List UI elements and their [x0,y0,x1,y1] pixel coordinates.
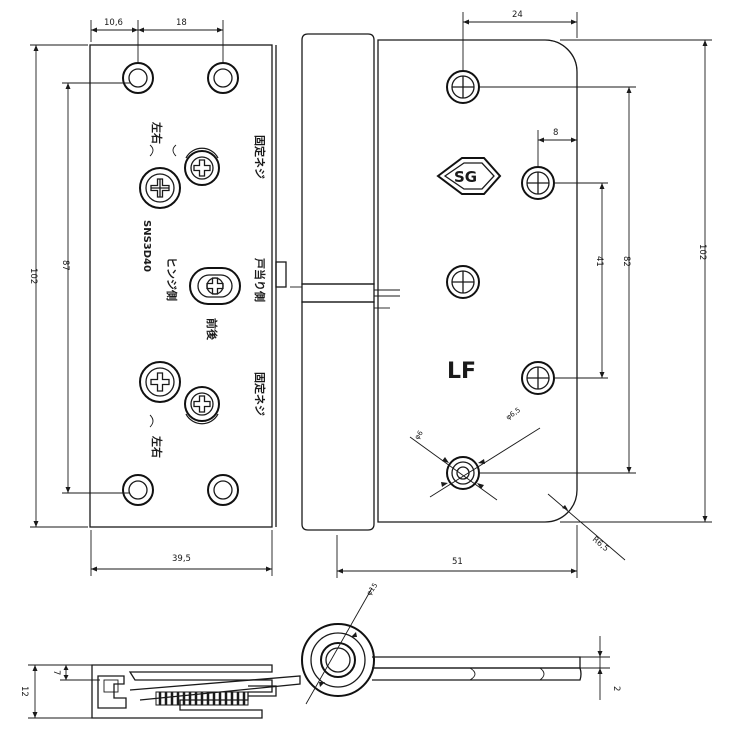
label-adjust: 前後 [205,318,219,341]
sg-logo: SG [436,157,502,195]
dim-2: 2 [611,686,621,691]
dim-18: 18 [176,18,187,28]
dim-phi-6-5: φ6,5 [505,406,522,422]
dim-phi-6: φ6 [413,429,425,441]
bracket-icon [149,144,154,157]
dim-51: 51 [452,557,463,567]
screw-icon [139,361,181,403]
dim-12: 12 [19,686,29,697]
section-view: φ15 12 7 2 [19,581,621,719]
side-code: LF [447,359,476,384]
hinge-knuckle [290,33,400,531]
label-fix-screw-top: 固定ネジ [253,135,267,179]
dim-phi-15: φ15 [365,581,379,597]
model-code: SNS3D40 [141,220,152,272]
label-fix-screw-bottom: 固定ネジ [253,372,267,416]
bracket-icon [172,144,177,157]
left-leaf-screws [139,144,241,428]
rubber-section [155,691,249,706]
dim-24: 24 [512,10,523,20]
dim-102-left: 102 [28,268,38,284]
label-door-side: 戸当り側 [253,258,267,302]
slot-screw-icon [189,267,241,305]
screw-hole-icon [521,166,555,200]
dim-39-5: 39,5 [172,554,191,564]
dim-41: 41 [594,256,604,267]
dim-7: 7 [51,670,61,675]
dim-87: 87 [60,260,70,271]
brand-mark: SG [454,168,477,186]
label-hinge-side: ヒンジ側 [165,257,179,301]
dim-r6-5: R6,5 [591,535,611,554]
screw-icon [139,167,181,209]
right-leaf-dimensions: 24 8 41 82 102 51 φ6 φ6,5 [336,10,712,578]
dim-82: 82 [621,256,631,267]
screw-icon [184,147,220,186]
left-leaf-dimensions: 10,6 18 102 87 39,5 [28,18,273,576]
left-leaf [89,44,287,528]
screw-hole-icon [446,70,480,104]
screw-hole-icon [446,265,480,299]
screw-hole-icon [521,361,555,395]
label-left-right-bottom: 左右 [150,435,164,458]
screw-icon [184,386,220,425]
label-left-right-top: 左右 [150,121,164,144]
dim-10-6: 10,6 [104,18,123,28]
left-leaf-mounting-holes [122,62,239,506]
right-leaf [377,39,578,523]
dim-8: 8 [553,128,558,138]
dim-102-right: 102 [697,244,707,260]
bracket-icon [149,414,154,428]
pin-knuckle-section [301,623,375,697]
screw-hole-icon [446,456,480,490]
